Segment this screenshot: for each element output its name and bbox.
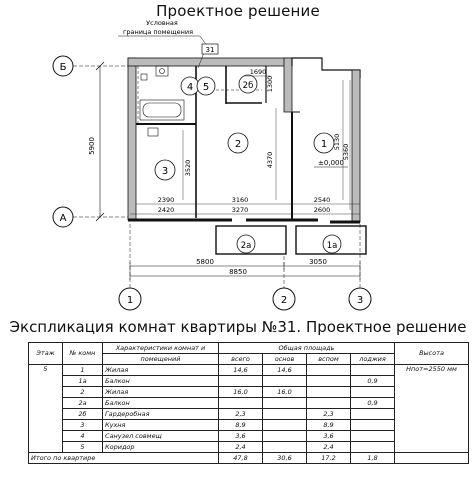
svg-text:2390: 2390 bbox=[158, 196, 175, 204]
header-total: всего bbox=[218, 353, 263, 365]
header-characteristics-2: помещений bbox=[102, 353, 219, 365]
width-dims: 2390 3160 2540 2420 3270 2600 bbox=[130, 196, 360, 215]
walls bbox=[127, 57, 361, 224]
svg-text:5360: 5360 bbox=[342, 144, 350, 161]
axis-a-label: А bbox=[60, 213, 67, 224]
bathroom-fixtures bbox=[139, 65, 185, 137]
overall-dims: 5800 3050 8850 bbox=[129, 258, 361, 280]
svg-text:2: 2 bbox=[281, 295, 287, 306]
svg-text:2600: 2600 bbox=[314, 206, 331, 214]
axis-b-marker: Б bbox=[52, 55, 128, 77]
svg-text:2б: 2б bbox=[243, 81, 254, 91]
explication-title: Экспликация комнат квартиры №31. Проектн… bbox=[9, 318, 467, 336]
boundary-note-line1: Условная bbox=[146, 19, 178, 27]
table-row: 2а Балкон 0,9 bbox=[29, 397, 469, 409]
svg-text:3520: 3520 bbox=[184, 160, 192, 177]
header-total-area: Общая площадь bbox=[217, 342, 396, 354]
table-row: 2 Жилая 16,0 16,0 bbox=[29, 386, 469, 398]
header-main: основ bbox=[262, 353, 307, 365]
svg-text:4: 4 bbox=[187, 82, 193, 93]
apartment-number-box: 31 bbox=[201, 43, 219, 55]
balcony-2a: 2а bbox=[215, 225, 287, 255]
height-cell: Нпот=2550 мм bbox=[394, 364, 470, 453]
svg-text:5: 5 bbox=[203, 82, 209, 93]
svg-text:5130: 5130 bbox=[333, 134, 341, 151]
room-marker-5: 5 bbox=[196, 76, 216, 96]
header-floor: Этаж bbox=[28, 342, 63, 365]
table-subheader-row: помещений всего основ вспом лоджия bbox=[29, 353, 469, 365]
room-marker-2b: 2б bbox=[238, 74, 258, 94]
room-marker-3: 3 bbox=[154, 159, 176, 181]
floor-cell: 5 bbox=[28, 364, 63, 453]
svg-text:3: 3 bbox=[162, 166, 168, 177]
svg-text:2540: 2540 bbox=[314, 196, 331, 204]
axis-3-marker: 3 bbox=[348, 224, 372, 311]
room-marker-2: 2 bbox=[227, 132, 249, 154]
header-characteristics: Характеристики комнат и bbox=[102, 342, 219, 354]
svg-text:5900: 5900 bbox=[88, 137, 96, 155]
svg-text:1а: 1а bbox=[327, 241, 338, 251]
svg-text:5800: 5800 bbox=[196, 258, 214, 266]
totals-label: Итого по квартире bbox=[28, 452, 219, 464]
balcony-1a: 1а bbox=[295, 225, 367, 255]
dim-left-height: 5900 bbox=[88, 61, 105, 222]
svg-text:8850: 8850 bbox=[229, 268, 247, 276]
axis-b-label: Б bbox=[60, 62, 67, 73]
room-marker-1: 1 ±0,000 bbox=[313, 132, 348, 168]
svg-text:3160: 3160 bbox=[232, 196, 249, 204]
axis-1-marker: 1 bbox=[118, 224, 142, 311]
svg-text:3050: 3050 bbox=[309, 258, 327, 266]
inner-dims: 3520 4370 5130 5360 1690 1300 bbox=[182, 68, 351, 210]
svg-text:1690: 1690 bbox=[250, 68, 267, 76]
room-marker-4: 4 bbox=[180, 76, 200, 96]
boundary-note-line2: граница помещения bbox=[123, 28, 193, 36]
svg-text:3: 3 bbox=[357, 295, 363, 306]
table-header-row: Этаж № комн Характеристики комнат и Обща… bbox=[28, 342, 470, 365]
table-row: 3 Кухня 8,9 8,9 bbox=[29, 419, 469, 431]
floor-plan: Б А 5900 bbox=[52, 19, 372, 311]
axis-a-marker: А bbox=[52, 206, 128, 228]
axis-2-marker: 2 bbox=[272, 256, 296, 311]
explication-table: Этаж № комн Характеристики комнат и Обща… bbox=[28, 342, 470, 464]
svg-text:31: 31 bbox=[206, 46, 215, 54]
svg-text:2а: 2а bbox=[241, 241, 252, 251]
svg-text:1: 1 bbox=[127, 295, 133, 306]
header-room-no: № комн bbox=[62, 342, 103, 365]
svg-text:4370: 4370 bbox=[266, 152, 274, 169]
table-row: 5 1 Жилая 14,6 14,6 Нпот=2550 мм bbox=[28, 364, 470, 453]
totals-row: Итого по квартире 47,8 30,6 17,2 1,8 bbox=[28, 452, 470, 464]
page-title: Проектное решение bbox=[156, 2, 320, 20]
header-height: Высота bbox=[394, 342, 470, 365]
svg-text:1: 1 bbox=[321, 139, 327, 150]
table-row: 1а Балкон 0,9 bbox=[29, 375, 469, 387]
svg-text:3270: 3270 bbox=[232, 206, 249, 214]
header-aux: вспом bbox=[306, 353, 351, 365]
svg-text:2420: 2420 bbox=[158, 206, 175, 214]
svg-text:1300: 1300 bbox=[266, 76, 274, 93]
header-loggia: лоджия bbox=[349, 353, 396, 365]
level-mark: ±0,000 bbox=[318, 159, 344, 167]
svg-text:2: 2 bbox=[235, 139, 241, 150]
